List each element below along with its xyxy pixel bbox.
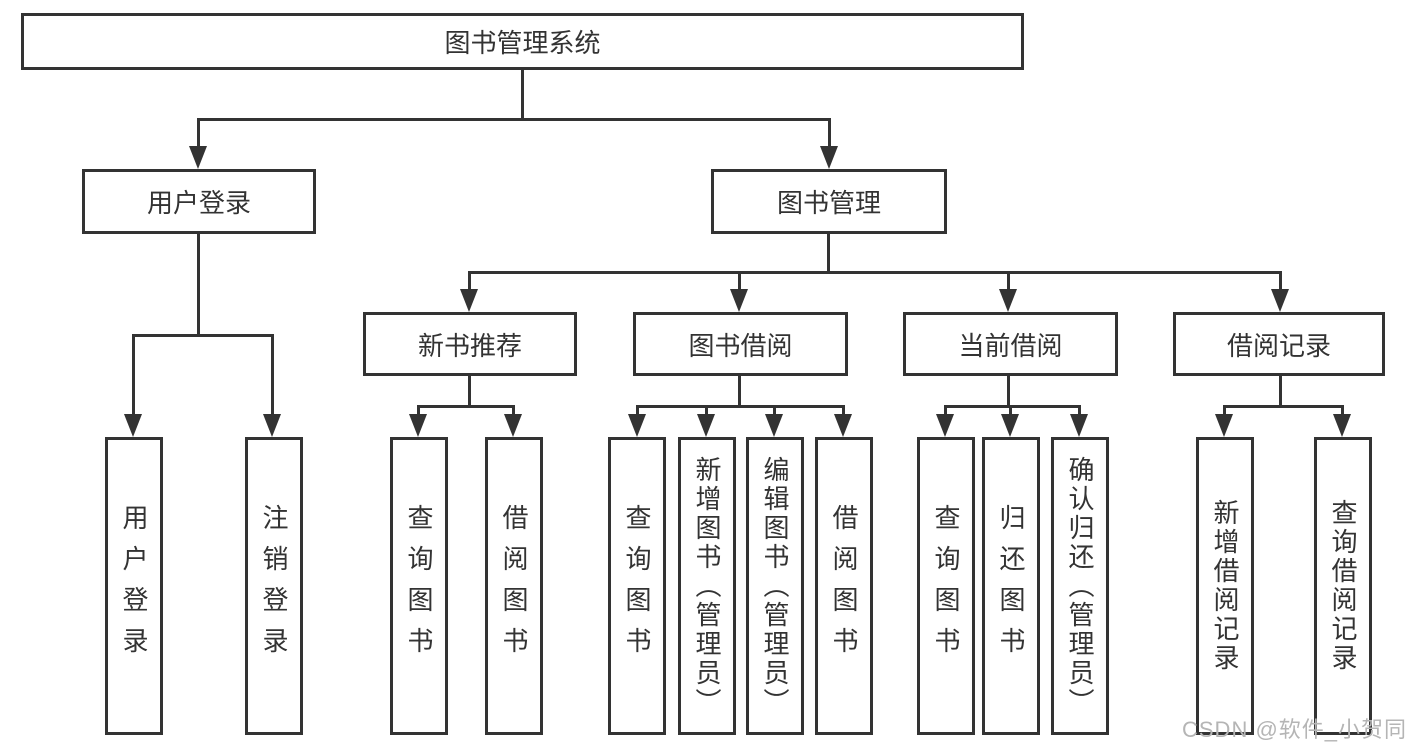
connector-line — [1279, 271, 1282, 291]
connector-arrowhead — [936, 414, 954, 437]
connector-line — [521, 69, 524, 118]
connector-arrowhead — [730, 289, 748, 312]
connector-line — [468, 271, 1282, 274]
connector-line — [1223, 405, 1226, 417]
connector-arrowhead — [628, 414, 646, 437]
connector-line — [1078, 405, 1081, 417]
node-label: 新增图书（管理员） — [692, 455, 722, 717]
node-label: 查询图书 — [931, 504, 961, 668]
connector-arrowhead — [504, 414, 522, 437]
node-library-system: 图书管理系统 — [21, 13, 1024, 70]
connector-line — [636, 405, 845, 408]
node-label: 当前借阅 — [958, 330, 1063, 361]
connector-line — [1007, 271, 1010, 291]
connector-line — [417, 405, 420, 417]
connector-line — [944, 405, 1081, 408]
connector-line — [944, 405, 947, 417]
connector-arrowhead — [1215, 414, 1233, 437]
connector-line — [636, 405, 639, 417]
node-current-return-books: 归还图书 — [982, 437, 1040, 735]
node-recommend-borrow-books: 借阅图书 — [485, 437, 543, 735]
connector-line — [705, 405, 708, 417]
node-logout: 注销登录 — [245, 437, 303, 735]
node-current-query-books: 查询图书 — [917, 437, 975, 735]
connector-line — [1279, 375, 1282, 407]
node-label: 图书借阅 — [688, 330, 793, 361]
node-label: 注销登录 — [259, 504, 289, 668]
connector-line — [738, 375, 741, 407]
node-label: 新书推荐 — [417, 330, 522, 361]
connector-arrowhead — [460, 289, 478, 312]
node-records-query-record: 查询借阅记录 — [1314, 437, 1372, 735]
connector-arrowhead — [999, 289, 1017, 312]
connector-line — [1007, 375, 1010, 407]
connector-line — [417, 405, 515, 408]
node-borrow-edit-books-admin: 编辑图书（管理员） — [746, 437, 804, 735]
connector-line — [1341, 405, 1344, 417]
node-current-confirm-return-admin: 确认归还（管理员） — [1051, 437, 1109, 735]
node-label: 查询借阅记录 — [1328, 499, 1358, 673]
connector-line — [1223, 405, 1344, 408]
node-book-management: 图书管理 — [711, 169, 947, 234]
connector-line — [132, 334, 135, 416]
node-label: 新增借阅记录 — [1210, 499, 1240, 673]
connector-line — [197, 233, 200, 336]
connector-arrowhead — [1001, 414, 1019, 437]
connector-line — [197, 118, 831, 121]
node-label: 用户登录 — [146, 188, 251, 218]
connector-arrowhead — [834, 414, 852, 437]
node-label: 借阅图书 — [499, 504, 529, 668]
connector-arrowhead — [1070, 414, 1088, 437]
node-label: 编辑图书（管理员） — [760, 455, 790, 717]
node-borrow-borrow-books: 借阅图书 — [815, 437, 873, 735]
connector-line — [468, 375, 471, 407]
node-login: 用户登录 — [105, 437, 163, 735]
node-borrow-add-books-admin: 新增图书（管理员） — [678, 437, 736, 735]
connector-arrowhead — [820, 146, 838, 169]
node-borrow-records: 借阅记录 — [1173, 312, 1385, 376]
node-recommend-query-books: 查询图书 — [390, 437, 448, 735]
connector-line — [132, 334, 274, 337]
node-label: 图书管理 — [776, 188, 881, 218]
connector-arrowhead — [124, 414, 142, 437]
connector-line — [197, 118, 200, 148]
csdn-watermark: CSDN @软件_小贺同学 — [1182, 717, 1405, 742]
node-new-book-recommend: 新书推荐 — [363, 312, 577, 376]
node-label: 借阅记录 — [1226, 330, 1331, 361]
connector-line — [271, 334, 274, 416]
node-label: 借阅图书 — [829, 504, 859, 668]
connector-line — [842, 405, 845, 417]
node-records-add-record: 新增借阅记录 — [1196, 437, 1254, 735]
connector-arrowhead — [765, 414, 783, 437]
node-user-login: 用户登录 — [82, 169, 316, 234]
node-label: 图书管理系统 — [444, 28, 601, 58]
node-label: 查询图书 — [622, 504, 652, 668]
connector-line — [773, 405, 776, 417]
connector-line — [1009, 405, 1012, 417]
node-label: 确认归还（管理员） — [1065, 455, 1095, 717]
connector-arrowhead — [1271, 289, 1289, 312]
connector-line — [738, 271, 741, 291]
connector-arrowhead — [1333, 414, 1351, 437]
connector-arrowhead — [263, 414, 281, 437]
node-label: 用户登录 — [119, 504, 149, 668]
node-borrow-query-books: 查询图书 — [608, 437, 666, 735]
node-book-borrow: 图书借阅 — [633, 312, 848, 376]
connector-arrowhead — [697, 414, 715, 437]
node-current-borrow: 当前借阅 — [903, 312, 1118, 376]
connector-line — [512, 405, 515, 417]
node-label: 查询图书 — [404, 504, 434, 668]
connector-arrowhead — [409, 414, 427, 437]
connector-line — [828, 118, 831, 148]
connector-arrowhead — [189, 146, 207, 169]
connector-line — [468, 271, 471, 291]
node-label: 归还图书 — [996, 504, 1026, 668]
connector-line — [827, 233, 830, 273]
